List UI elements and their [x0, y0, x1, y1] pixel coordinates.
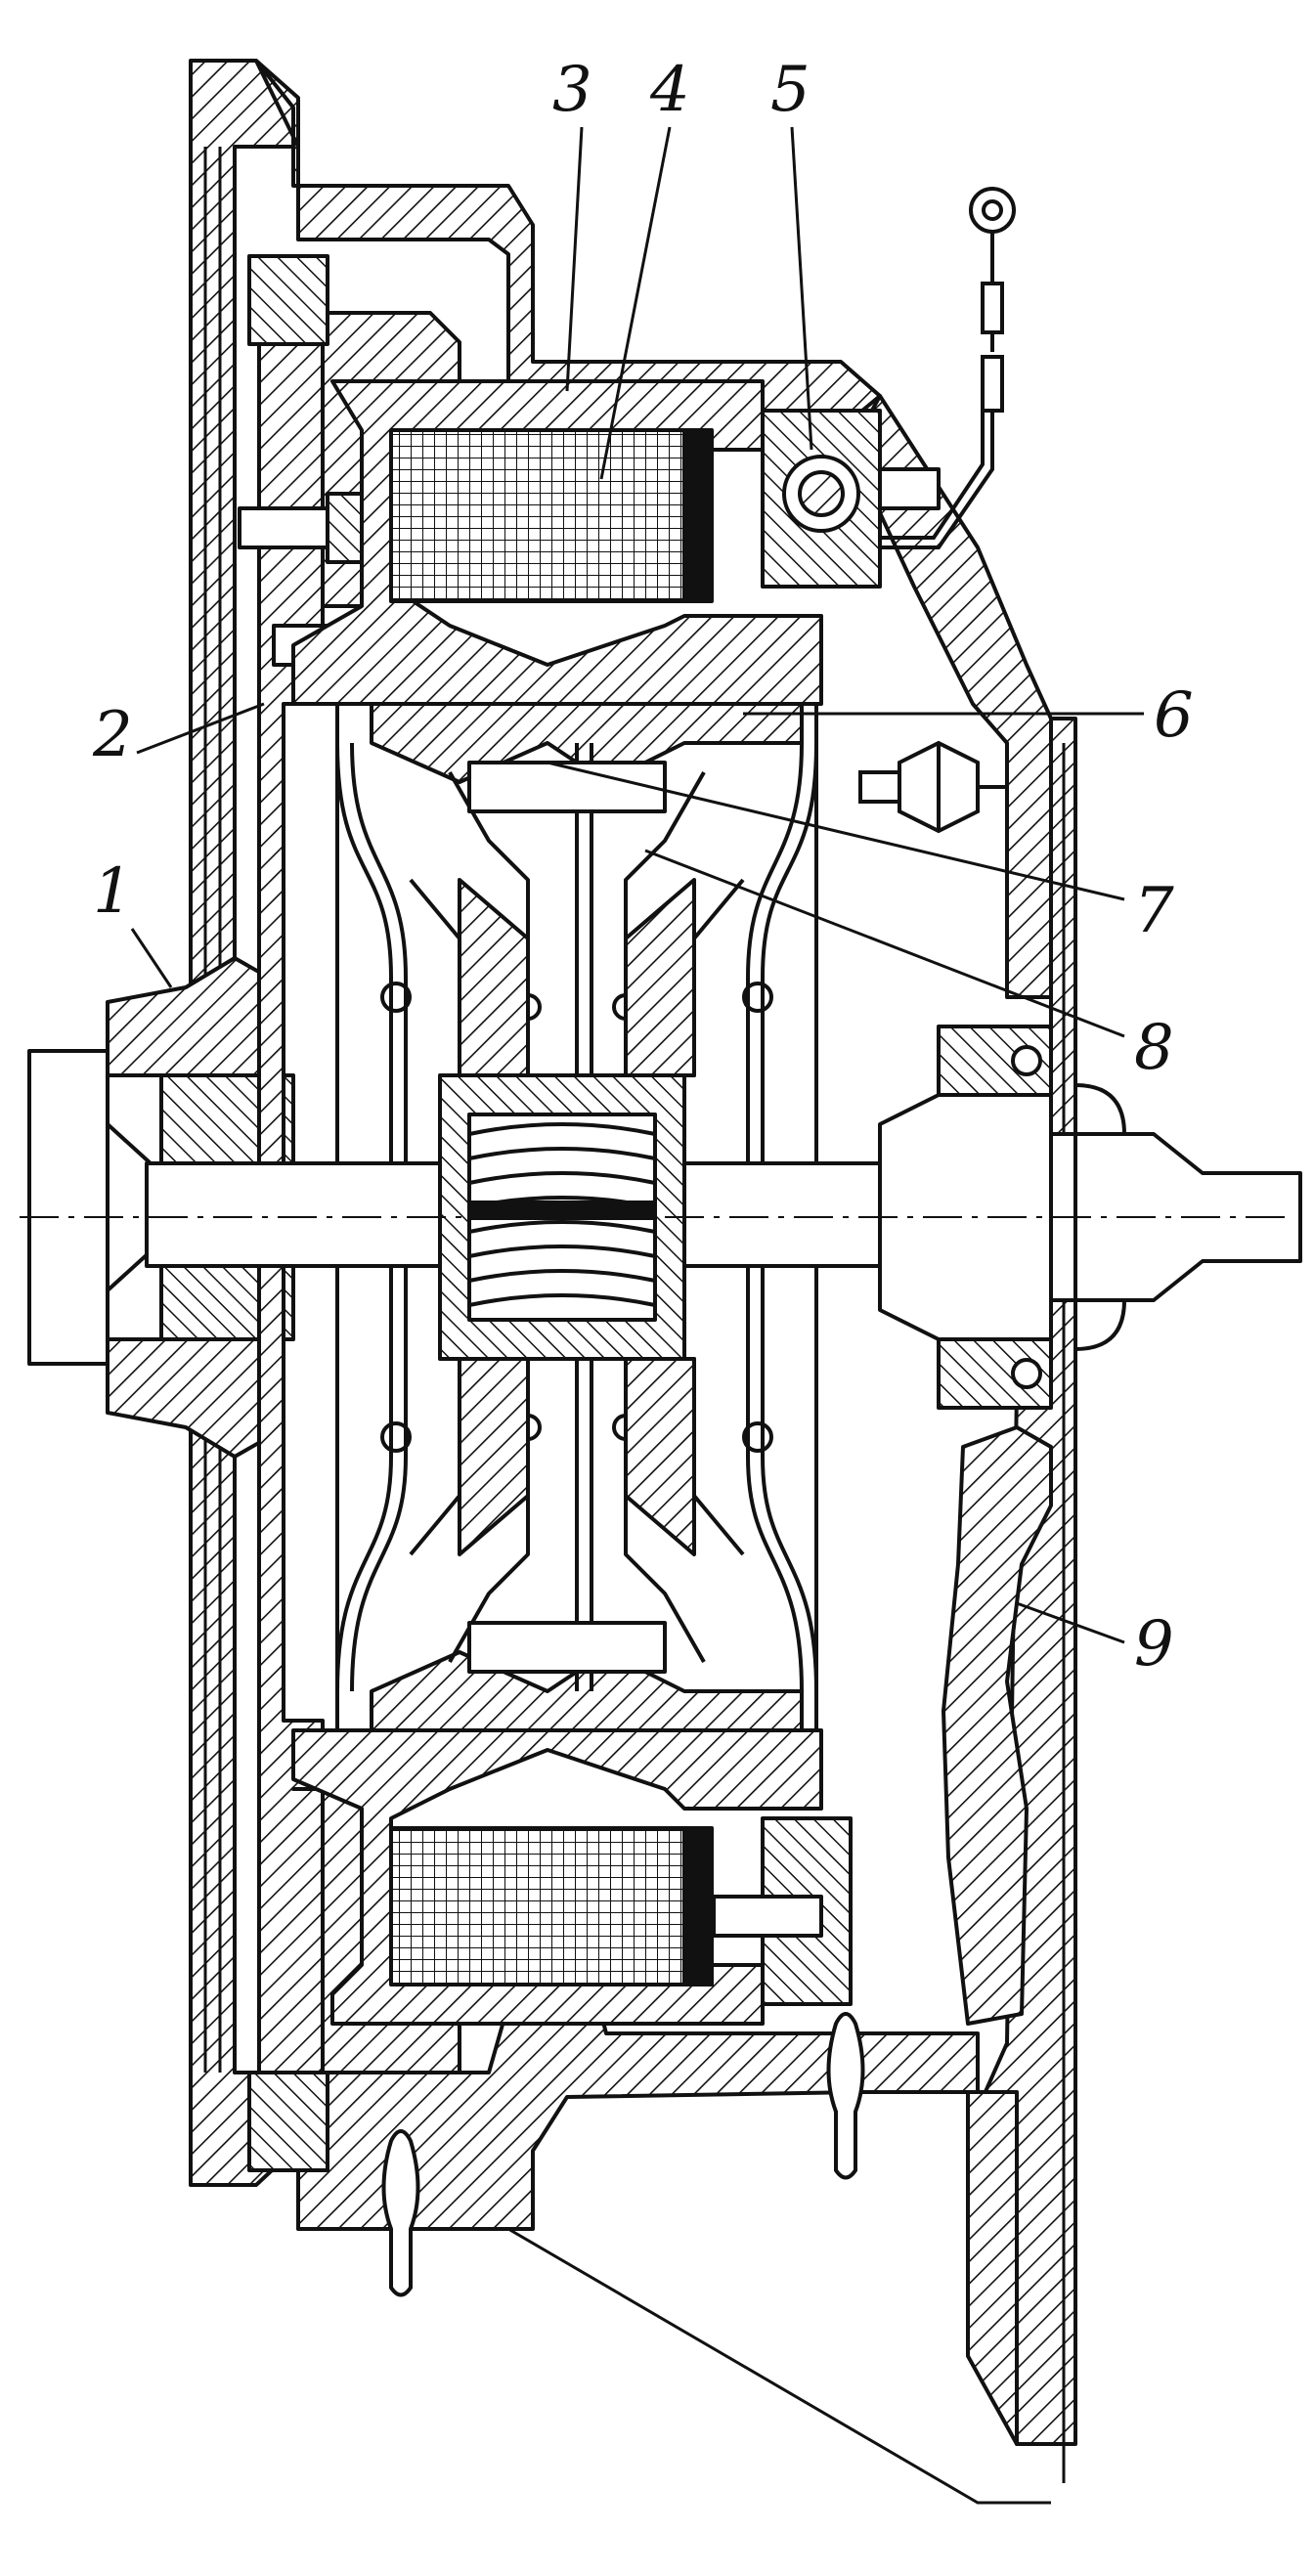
leader-8: [644, 849, 1125, 1038]
cotter-pin-right: [826, 2012, 865, 2180]
excitation-coil-bottom: [389, 1826, 706, 1987]
callout-6: 6: [1154, 679, 1194, 752]
callout-2: 2: [93, 699, 133, 771]
callout-1: 1: [93, 855, 133, 928]
leader-1: [130, 928, 173, 988]
top-bolt: [238, 506, 329, 549]
bottom-counterweight: [247, 2071, 329, 2172]
output-shaft: [1049, 1132, 1302, 1302]
hub-cap: [1074, 1083, 1126, 1351]
input-shaft-stub: [27, 1049, 110, 1366]
coil-terminal-block: [682, 428, 714, 603]
leader-3: [565, 126, 584, 392]
fasteners: [858, 740, 1007, 834]
top-roller: [467, 761, 667, 813]
callout-4: 4: [650, 54, 690, 126]
callout-7: 7: [1134, 875, 1174, 947]
leader-4: [599, 126, 672, 480]
callout-5: 5: [770, 54, 810, 126]
fan-blade: [942, 1425, 1053, 2026]
leader-5: [790, 126, 813, 451]
coil-terminal-block-bottom: [682, 1826, 714, 1987]
excitation-coil-top: [389, 428, 706, 603]
nut-bolt: [858, 770, 901, 804]
lower-stator: [291, 1728, 853, 2026]
housing-support-rib: [966, 2090, 1019, 2446]
claw-teeth: [458, 878, 696, 1556]
housing-left-flange: [189, 59, 300, 2187]
ring-terminal: [969, 187, 1016, 234]
terminal-lead: [880, 187, 1016, 549]
cotter-pins: [381, 2012, 865, 2297]
leader-lines: [130, 126, 1144, 1644]
bottom-roller: [467, 1621, 667, 1674]
shaft: [145, 1161, 442, 1268]
upper-stator: [291, 379, 941, 706]
callout-8: 8: [1134, 1012, 1174, 1084]
leader-2: [136, 702, 265, 755]
leader-9: [1016, 1601, 1125, 1644]
callout-9: 9: [1134, 1608, 1174, 1681]
cotter-pin-left: [381, 2129, 420, 2297]
top-counterweight: [247, 254, 329, 346]
leader-7: [547, 761, 1125, 901]
callout-3: 3: [552, 54, 592, 126]
